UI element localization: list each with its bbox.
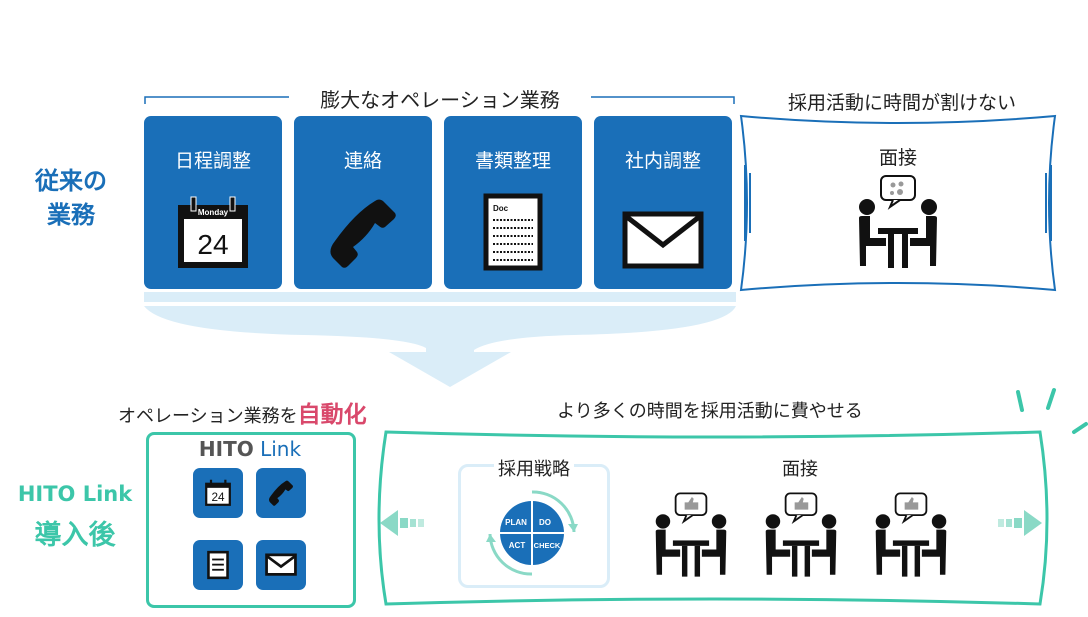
envelope-icon <box>622 211 704 269</box>
task-tile-schedule: 日程調整 Monday 24 <box>144 116 282 289</box>
expand-right-arrow <box>998 510 1042 536</box>
expand-left-arrow <box>380 510 424 536</box>
pdca-plan: PLAN <box>505 518 527 527</box>
side-panel-frame <box>739 114 1057 292</box>
logo-hito: HITO <box>198 437 254 461</box>
mini-calendar-date: 24 <box>211 491 225 504</box>
calendar-date: 24 <box>197 229 228 260</box>
phone-icon <box>269 480 294 506</box>
task-label: 社内調整 <box>624 150 701 172</box>
pdca-cycle: PLAN DO ACT CHECK <box>486 490 578 576</box>
automation-highlight: 自動化 <box>297 402 367 428</box>
pdca-check: CHECK <box>534 541 561 550</box>
operations-title: 膨大なオペレーション業務 <box>320 88 560 112</box>
interviews-label: 面接 <box>782 459 818 480</box>
pdca-do: DO <box>539 518 551 527</box>
task-tile-contact: 連絡 <box>294 116 432 289</box>
hito-link-logo: HITO Link <box>150 437 350 461</box>
more-time-title: より多くの時間を採用活動に費やせる <box>557 401 863 422</box>
task-tile-internal: 社内調整 <box>594 116 732 289</box>
calendar-icon: 24 <box>205 479 231 506</box>
operations-bracket <box>144 96 735 104</box>
section-label-after-1: HITO Link <box>17 482 133 506</box>
automation-text: オペレーション業務を <box>118 406 298 427</box>
document-icon: Doc <box>483 193 543 271</box>
task-tile-documents: 書類整理 Doc <box>444 116 582 289</box>
pdca-act: ACT <box>509 541 526 550</box>
automation-caption: オペレーション業務を自動化 <box>118 395 367 429</box>
side-interview-label: 面接 <box>878 147 917 169</box>
logo-link: Link <box>260 437 302 461</box>
mini-document-tile <box>193 540 243 590</box>
mini-calendar-tile: 24 <box>193 468 243 518</box>
task-label: 日程調整 <box>174 150 251 172</box>
section-label-before: 従来の 業務 <box>35 167 107 229</box>
task-label: 書類整理 <box>474 150 551 172</box>
mini-phone-tile <box>256 468 306 518</box>
document-icon <box>207 550 229 580</box>
interview-icon <box>655 492 727 577</box>
side-title: 採用活動に時間が割けない <box>787 92 1016 114</box>
hito-link-box <box>146 432 356 608</box>
flow-arrow-down <box>144 292 736 387</box>
phone-icon <box>330 199 396 268</box>
mini-envelope-tile <box>256 540 306 590</box>
emphasis-marks <box>1016 388 1088 434</box>
interview-icon <box>765 492 837 577</box>
interview-icon <box>859 175 937 268</box>
interview-icon <box>875 492 947 577</box>
calendar-day: Monday <box>198 208 229 217</box>
document-title: Doc <box>493 204 509 213</box>
envelope-icon <box>265 553 297 576</box>
task-label: 連絡 <box>343 150 382 172</box>
strategy-label: 採用戦略 <box>462 455 606 481</box>
calendar-icon: Monday 24 <box>178 196 248 268</box>
section-label-after-2: 導入後 <box>34 520 116 551</box>
